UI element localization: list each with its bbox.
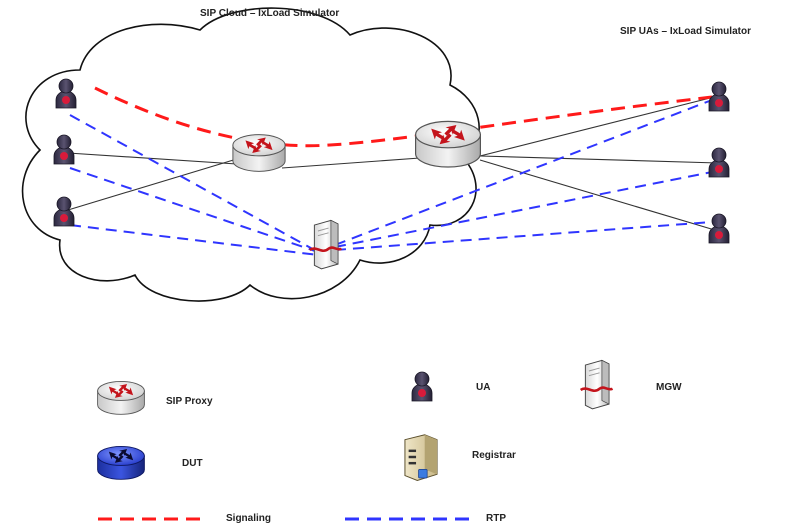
legend-sip-proxy-label: SIP Proxy [166, 396, 213, 407]
media-gateway-icon [308, 218, 343, 270]
legend-signaling-label: Signaling [226, 513, 271, 524]
legend-dut-label: DUT [182, 458, 203, 469]
legend-dut-icon [97, 445, 145, 480]
cloud-title: SIP Cloud – IxLoad Simulator [200, 8, 340, 19]
legend-ua-label: UA [476, 382, 491, 393]
legend-sip-proxy-icon [97, 380, 145, 415]
legend-mgw-label: MGW [656, 382, 682, 393]
user-agent-icon [708, 81, 730, 112]
rtp-paths [69, 99, 713, 256]
ua-cluster-title: SIP UAs – IxLoad Simulator [620, 26, 751, 37]
legend-mgw-icon [579, 358, 614, 410]
user-agent-icon [708, 213, 730, 244]
legend-registrar-icon [404, 434, 438, 482]
sip-proxy-router-icon [414, 120, 482, 168]
sip-proxy-router-icon [232, 134, 286, 172]
user-agent-icon [708, 147, 730, 178]
signaling-path [94, 86, 713, 148]
physical-links [67, 95, 719, 232]
legend-registrar-label: Registrar [472, 450, 516, 461]
legend-ua-icon [411, 371, 433, 402]
legend-rtp-label: RTP [486, 513, 506, 524]
